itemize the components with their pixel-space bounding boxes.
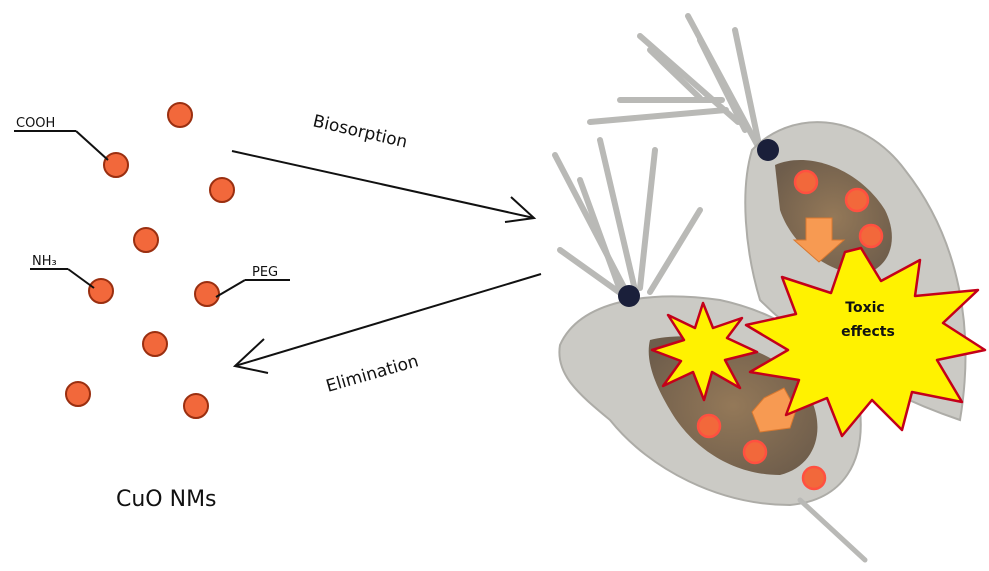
- nanoparticle-icon: [195, 282, 219, 306]
- coating-labels: COOH NH₃ PEG: [14, 116, 290, 297]
- biosorption-arrow: [232, 151, 534, 222]
- peg-leader-line: [216, 280, 245, 297]
- biosorption-label: Biosorption: [311, 111, 409, 152]
- upper-antennae: [590, 16, 760, 150]
- nanoparticle-icon: [134, 228, 158, 252]
- nanoparticle-icon: [744, 441, 766, 463]
- nanoparticle-icon: [184, 394, 208, 418]
- nanoparticle-icon: [846, 189, 868, 211]
- lower-tail-spine: [800, 500, 865, 560]
- nanoparticle-icon: [89, 279, 113, 303]
- nanoparticle-icon: [795, 171, 817, 193]
- toxic-effects-label-line2: effects: [841, 324, 895, 340]
- cuo-nms-caption: CuO NMs: [116, 487, 217, 512]
- peg-label: PEG: [252, 265, 278, 280]
- nanoparticle-icon: [143, 332, 167, 356]
- nanoparticle-icon: [168, 103, 192, 127]
- cooh-leader-line: [76, 131, 108, 160]
- toxic-effects-label-line1: Toxic: [845, 300, 884, 316]
- daphnia-organism: Toxic effects: [555, 16, 985, 560]
- lower-antennae: [555, 140, 700, 300]
- nanoparticle-icon: [860, 225, 882, 247]
- nanoparticle-icon: [210, 178, 234, 202]
- elimination-arrow: [235, 274, 541, 373]
- nh3-leader-line: [68, 269, 94, 288]
- eye-icon: [757, 139, 779, 161]
- nanoparticle-icon: [104, 153, 128, 177]
- nh3-label: NH₃: [32, 254, 57, 269]
- eye-icon: [618, 285, 640, 307]
- cooh-label: COOH: [16, 116, 55, 131]
- nanoparticle-icon: [66, 382, 90, 406]
- elimination-label: Elimination: [324, 351, 421, 396]
- nanoparticle-icon: [803, 467, 825, 489]
- nanoparticle-icon: [698, 415, 720, 437]
- free-nanoparticles: [66, 103, 234, 418]
